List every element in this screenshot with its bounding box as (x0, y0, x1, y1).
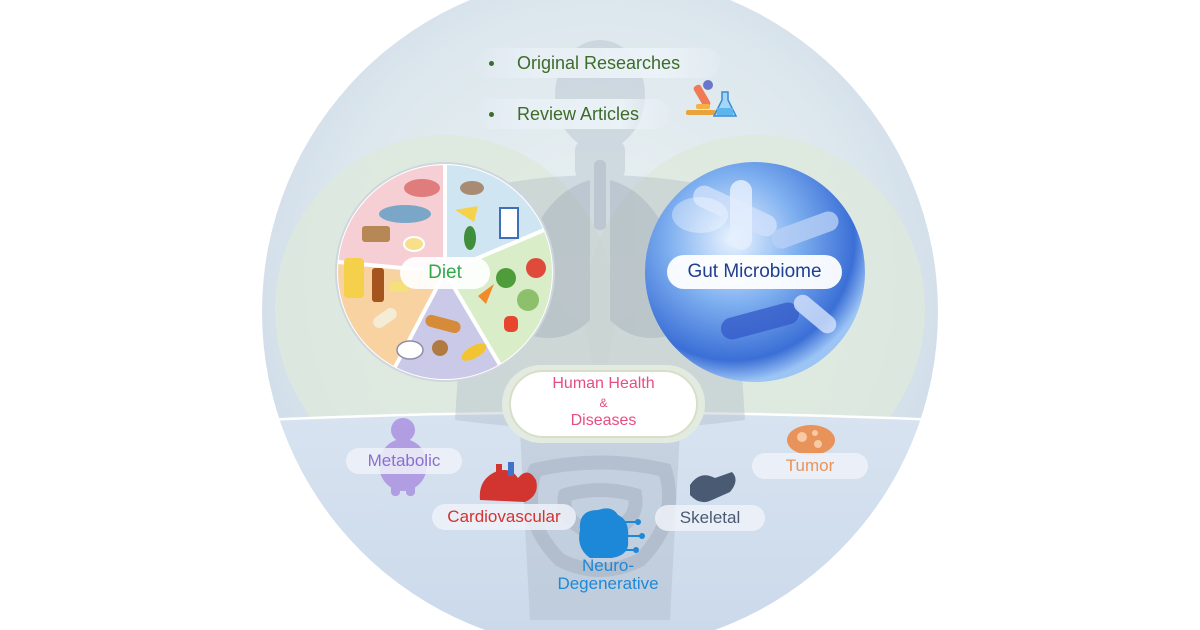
bullet-icon (489, 61, 494, 66)
cardiovascular-label: Cardiovascular (432, 504, 576, 530)
skeletal-label: Skeletal (655, 505, 765, 531)
center-title-line3: Diseases (570, 412, 637, 429)
lab-equipment-icon (686, 80, 738, 117)
review-articles-label: Review Articles (517, 104, 640, 124)
original-researches-pill (475, 48, 720, 78)
center-title-line1: Human Health (552, 375, 655, 392)
tumor-cell-icon (787, 425, 835, 455)
center-badge (502, 365, 705, 443)
neurodegenerative-label-line2: Degenerative (557, 574, 659, 593)
heart-icon (479, 462, 537, 502)
original-researches-label: Original Researches (517, 53, 681, 73)
metabolic-label: Metabolic (346, 448, 462, 474)
neurodegenerative-label-line1: Neuro- (582, 556, 634, 575)
bone-joint-icon (690, 472, 736, 503)
brain-circuit-icon (579, 508, 645, 558)
gut-microbiome-label: Gut Microbiome (667, 255, 842, 289)
center-title-ampersand: & (599, 396, 608, 410)
diet-label: Diet (400, 257, 490, 289)
tumor-label: Tumor (752, 453, 868, 479)
review-articles-pill (475, 99, 670, 129)
bullet-icon (489, 112, 494, 117)
